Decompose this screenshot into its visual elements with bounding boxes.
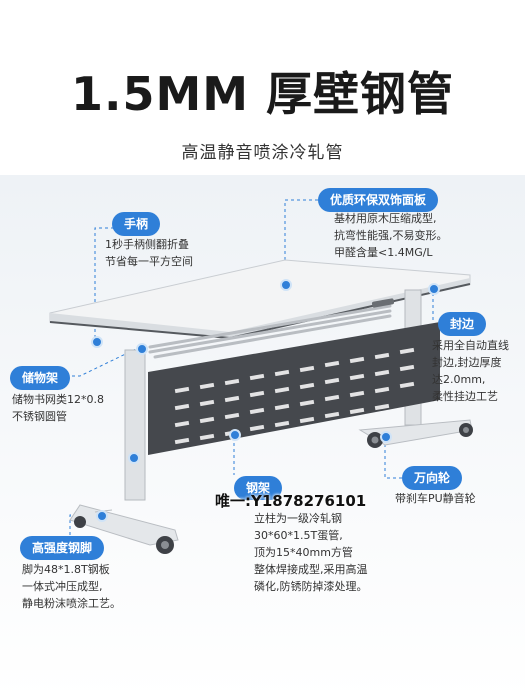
edge-desc-line-1: 采用全自动直线	[432, 339, 509, 352]
foot-desc-line-1: 脚为48*1.8T钢板	[22, 563, 110, 576]
frame-desc-line-1: 立柱为一级冷轧钢	[254, 512, 342, 525]
frame-desc-line-2: 30*60*1.5T蛋管,	[254, 529, 343, 542]
foot-desc-line-2: 一体式冲压成型,	[22, 580, 103, 593]
frame-desc-line-5: 磷化,防锈防掉漆处理。	[254, 580, 368, 593]
edge-callout-desc: 采用全自动直线 封边,封边厚度 达2.0mm, 柔性挂边工艺	[432, 337, 509, 405]
foot-desc-line-3: 静电粉沫喷涂工艺。	[22, 597, 121, 610]
panel-desc-line-3: 甲醛含量<1.4MG/L	[334, 246, 433, 259]
rack-desc-line-1: 储物书网类12*0.8	[12, 393, 104, 406]
handle-hotspot-dot	[91, 336, 103, 348]
handle-callout-title: 手柄	[112, 212, 161, 236]
handle-callout-desc: 1秒手柄侧翻折叠 节省每一平方空间	[105, 236, 193, 270]
edge-hotspot-dot	[428, 283, 440, 295]
frame-desc-line-4: 整体焊接成型,采用高温	[254, 563, 368, 576]
panel-callout-desc: 基材用原木压缩成型, 抗弯性能强,不易变形。 甲醛含量<1.4MG/L	[334, 210, 448, 261]
panel-hotspot-dot	[280, 279, 292, 291]
handle-desc-line-1: 1秒手柄侧翻折叠	[105, 238, 189, 251]
rack-desc-line-2: 不锈钢圆管	[12, 410, 67, 423]
caster-hotspot-dot	[380, 431, 392, 443]
edge-callout-title: 封边	[438, 312, 487, 336]
edge-desc-line-3: 达2.0mm,	[432, 373, 486, 386]
foot-callout-desc: 脚为48*1.8T钢板 一体式冲压成型, 静电粉沫喷涂工艺。	[22, 561, 121, 612]
caster-callout-title: 万向轮	[402, 466, 463, 490]
subline: 高温静音喷涂冷轧管	[181, 143, 344, 163]
caster-desc-line-1: 带刹车PU静音轮	[395, 492, 476, 505]
frame-desc-line-3: 顶为15*40mm方管	[254, 546, 353, 559]
product-stage	[0, 175, 525, 700]
foot-callout-title: 高强度钢脚	[20, 536, 105, 560]
handle-desc-line-2: 节省每一平方空间	[105, 255, 193, 268]
frame-callout-title: 钢架	[234, 476, 283, 500]
rack-hotspot-dot	[136, 343, 148, 355]
caster-callout-desc: 带刹车PU静音轮	[395, 490, 476, 507]
edge-desc-line-2: 封边,封边厚度	[432, 356, 502, 369]
leg-hotspot-dot	[128, 452, 140, 464]
panel-desc-line-1: 基材用原木压缩成型,	[334, 212, 437, 225]
panel-desc-line-2: 抗弯性能强,不易变形。	[334, 229, 448, 242]
rack-callout-title: 储物架	[10, 366, 71, 390]
frame-callout-desc: 立柱为一级冷轧钢 30*60*1.5T蛋管, 顶为15*40mm方管 整体焊接成…	[254, 510, 368, 595]
frame-hotspot-dot	[229, 429, 241, 441]
foot-hotspot-dot	[96, 510, 108, 522]
panel-callout-title: 优质环保双饰面板	[318, 188, 439, 212]
edge-desc-line-4: 柔性挂边工艺	[432, 390, 498, 403]
watermark-text: 唯一:Y1878276101	[215, 492, 367, 510]
rack-callout-desc: 储物书网类12*0.8 不锈钢圆管	[12, 391, 104, 425]
headline: 1.5MM 厚壁钢管	[70, 67, 455, 121]
